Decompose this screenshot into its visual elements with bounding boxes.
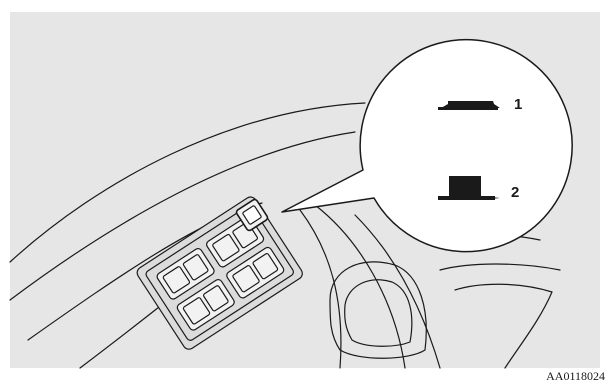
callout-number-2: 2 — [511, 184, 519, 201]
figure-code: AA0118024 — [546, 369, 605, 383]
callout-number-1: 1 — [514, 96, 522, 113]
